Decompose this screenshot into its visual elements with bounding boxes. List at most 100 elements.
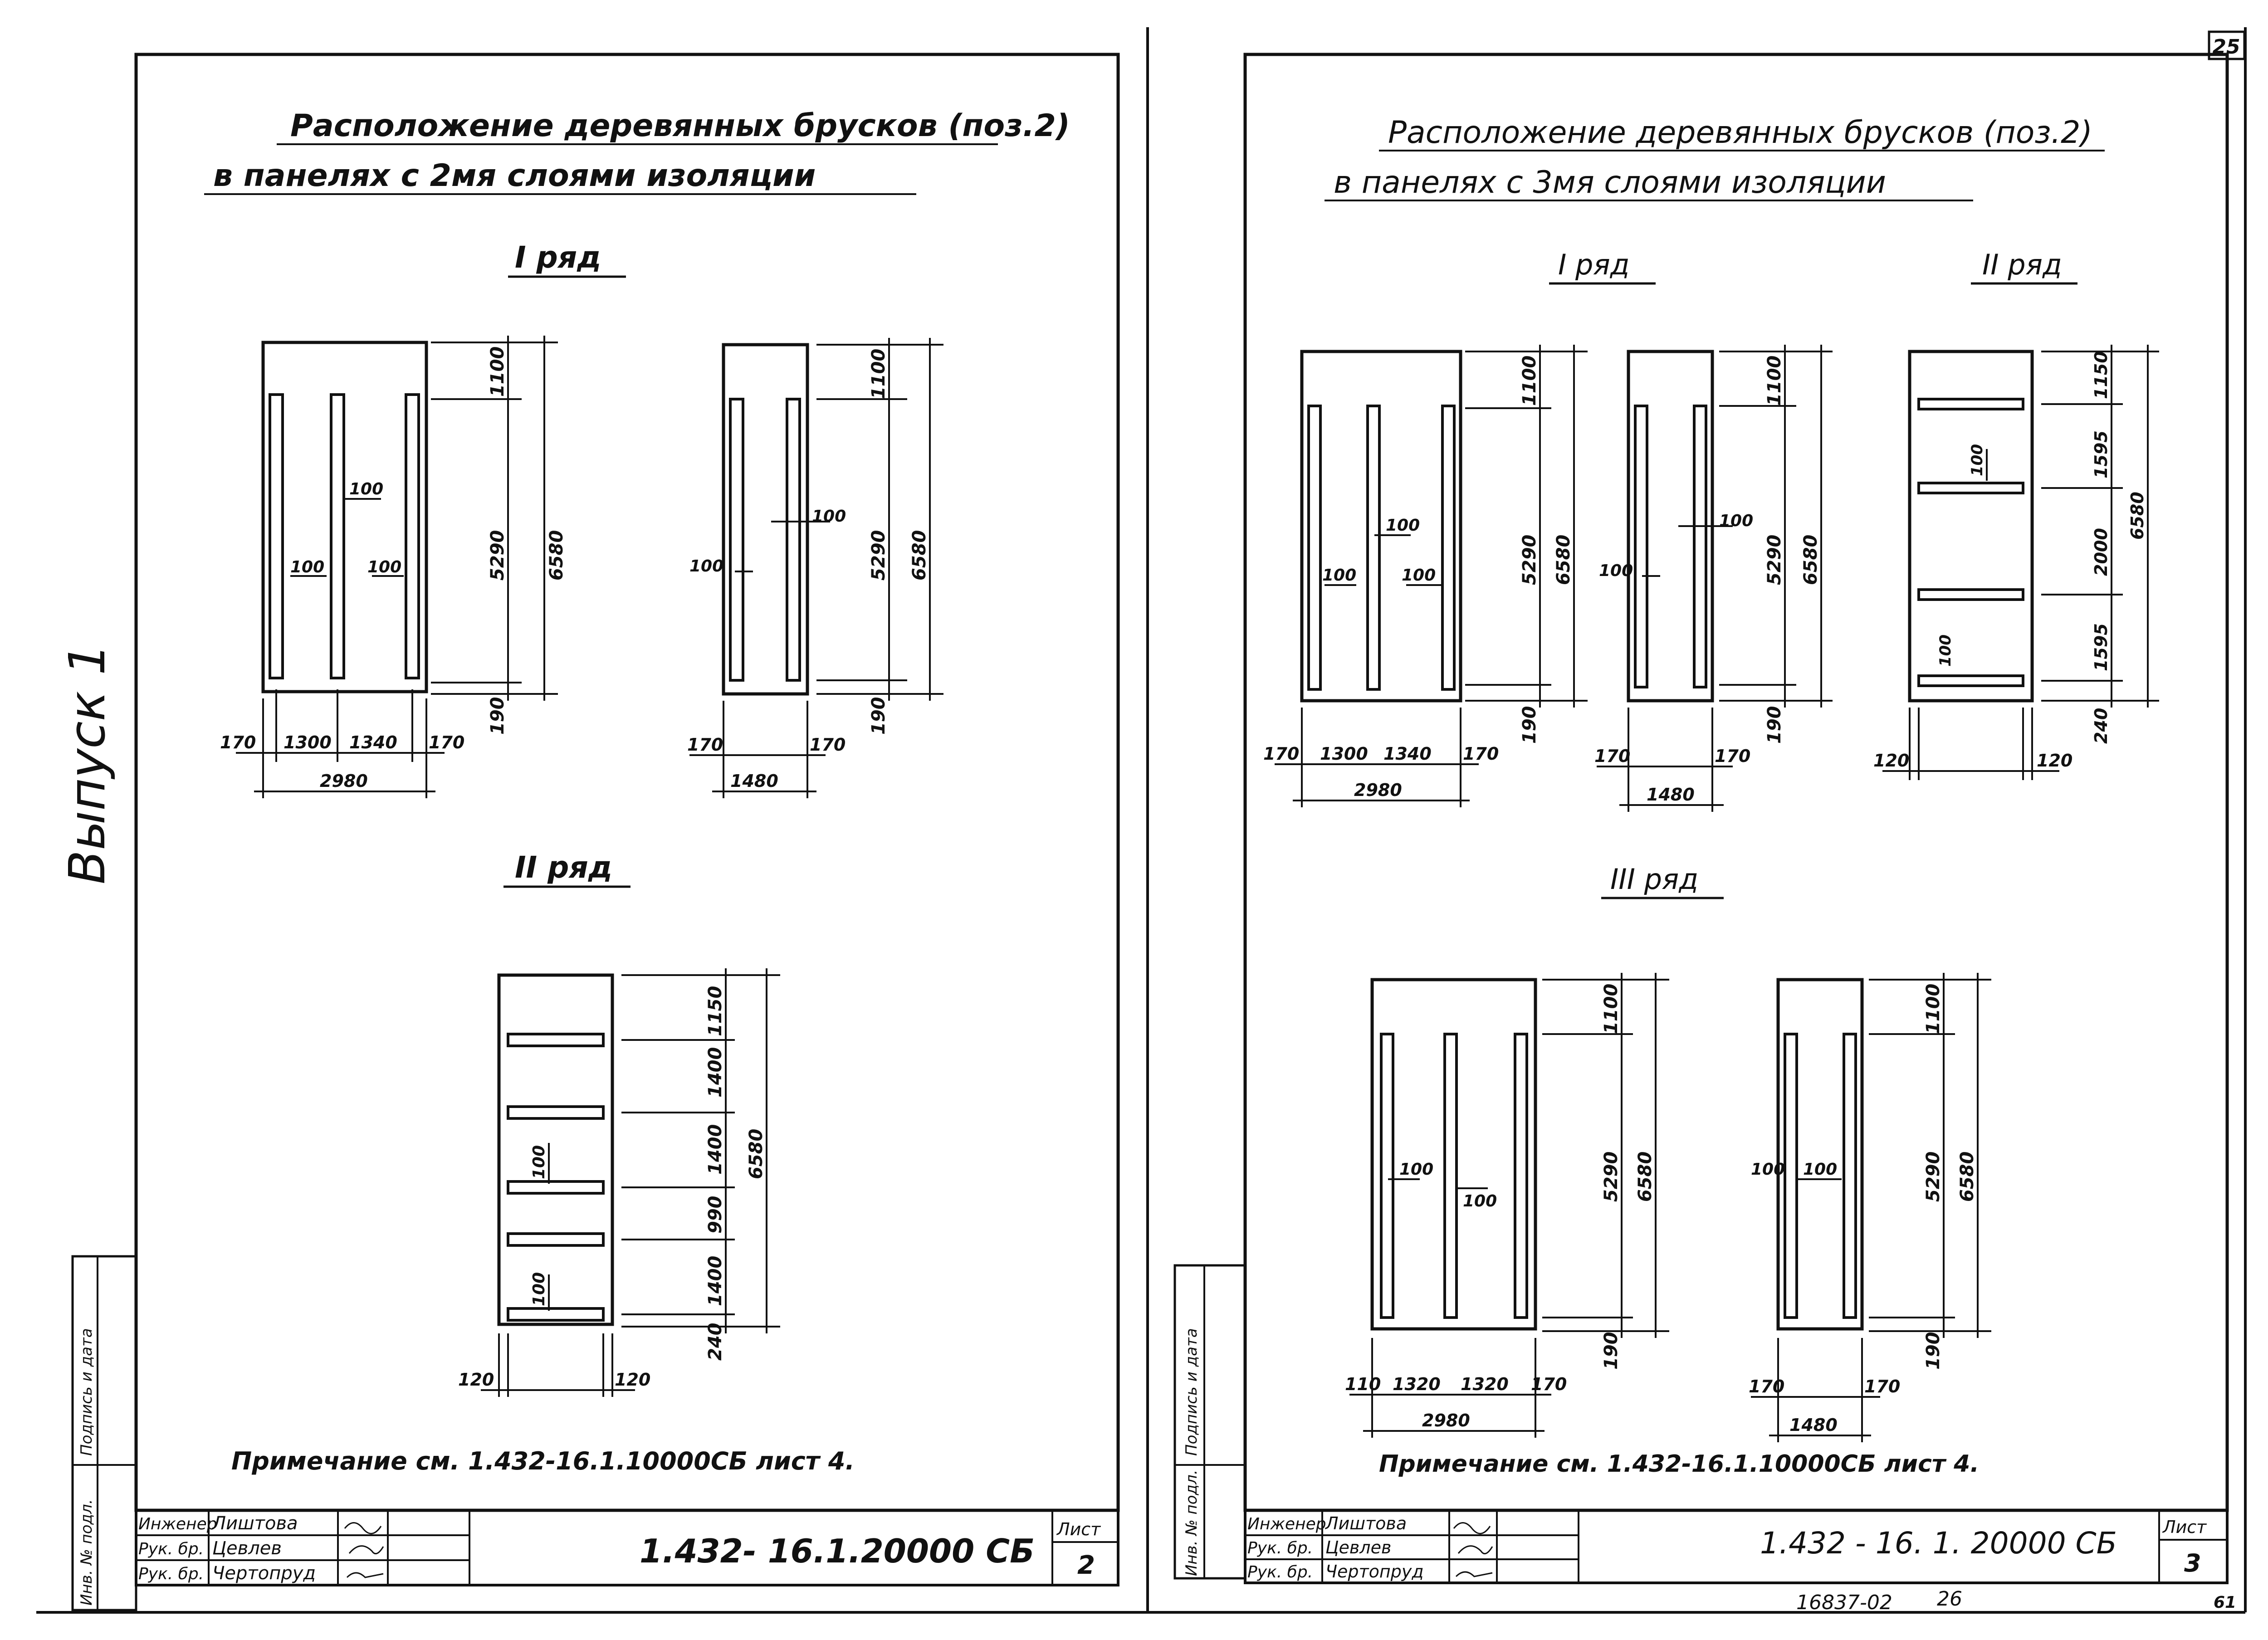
right-title-line2: в панелях с 3мя слоями изоляции	[1334, 165, 1886, 200]
left-a-dim-6580: 6580	[546, 530, 567, 581]
left-c-dim-6580: 6580	[746, 1129, 767, 1179]
left-row1-label: I ряд	[515, 240, 601, 275]
right-e-dim-170b: 170	[1715, 746, 1750, 766]
left-name-1: Лиштова	[211, 1513, 298, 1534]
right-e-dim-1100: 1100	[1764, 356, 1785, 406]
right-panel-e: 1100 5290 6580 190 100 100 170 170 1480	[1594, 345, 1833, 812]
right-sheet-number: 3	[2184, 1549, 2201, 1577]
right-g-dim-1320b: 1320	[1461, 1374, 1509, 1394]
right-title-block: Инженер Рук. бр. Рук. бр. Лиштова Цевлев…	[1244, 1509, 2229, 1584]
right-g-dim-2980: 2980	[1422, 1411, 1470, 1430]
right-f-dim-100b: 100	[1936, 635, 1955, 667]
archive-stamp: 16837-02	[1796, 1591, 1892, 1614]
left-signature-1	[344, 1522, 382, 1534]
right-row2-label: II ряд	[1982, 248, 2062, 281]
left-c-dim-120b: 120	[615, 1370, 650, 1390]
right-doc-code: 1.432 - 16. 1. 20000 СБ	[1760, 1526, 2117, 1561]
right-g-dim-1100: 1100	[1601, 984, 1622, 1034]
right-d-dim-100b: 100	[1386, 516, 1420, 535]
right-panel-d: 1100 5290 6580 190 100 100 100 170 1300 …	[1263, 345, 1588, 807]
right-g-dim-100a: 100	[1399, 1160, 1433, 1179]
left-b-dim-6580: 6580	[909, 530, 930, 581]
left-b-dim-190: 190	[868, 697, 889, 735]
right-d-dim-100a: 100	[1322, 566, 1356, 585]
left-role-1: Инженер	[138, 1515, 217, 1533]
left-stamp-inv: Инв. № подл.	[78, 1499, 96, 1606]
corner-stamp: 61	[2214, 1593, 2236, 1612]
left-doc-code: 1.432- 16.1.20000 СБ	[640, 1532, 1035, 1570]
right-f-dim-1595a: 1595	[2091, 430, 2111, 478]
left-a-dim-170b: 170	[429, 732, 464, 752]
left-sheet-label: Лист	[1056, 1519, 1101, 1539]
right-sheet-label: Лист	[2162, 1517, 2207, 1537]
left-b-dim-170b: 170	[810, 735, 846, 755]
right-panel-f: 1150 1595 2000 1595 6580 240 100 100 120…	[1873, 345, 2159, 780]
left-role-3: Рук. бр.	[138, 1565, 204, 1583]
right-e-dim-190: 190	[1764, 706, 1785, 744]
left-a-dim-190: 190	[487, 697, 508, 735]
right-g-dim-1320a: 1320	[1393, 1374, 1441, 1394]
left-c-dim-100a: 100	[530, 1145, 548, 1179]
left-row2-label: II ряд	[515, 850, 612, 885]
right-note: Примечание см. 1.432-16.1.10000СБ лист 4…	[1379, 1450, 1979, 1478]
right-row1-label: I ряд	[1558, 248, 1630, 281]
left-note: Примечание см. 1.432-16.1.10000СБ лист 4…	[231, 1447, 855, 1475]
right-f-dim-120b: 120	[2037, 751, 2072, 771]
left-c-dim-1150: 1150	[705, 986, 726, 1036]
right-signature-1	[1453, 1522, 1491, 1534]
left-a-dim-170a: 170	[220, 732, 256, 752]
left-c-dim-240: 240	[705, 1323, 726, 1361]
right-e-dim-1480: 1480	[1647, 785, 1695, 805]
right-stamp-inv: Инв. № подл.	[1183, 1469, 1201, 1576]
right-role-1: Инженер	[1247, 1515, 1326, 1533]
left-title-block: Инженер Рук. бр. Рук. бр. Лиштова Цевлев…	[135, 1509, 1119, 1586]
right-e-dim-170a: 170	[1594, 746, 1630, 766]
right-signature-2	[1457, 1545, 1493, 1555]
left-b-dim-1100: 1100	[868, 349, 889, 399]
right-h-dim-100a: 100	[1751, 1160, 1785, 1179]
right-stamp-sign: Подпись и дата	[1183, 1328, 1201, 1456]
right-d-dim-1100: 1100	[1519, 356, 1540, 406]
left-c-dim-1400a: 1400	[705, 1047, 726, 1098]
left-a-dim-100b: 100	[349, 480, 383, 498]
left-b-dim-100a: 100	[689, 557, 723, 576]
right-g-dim-100b: 100	[1463, 1192, 1497, 1210]
right-signature-3	[1455, 1571, 1493, 1577]
archive-stamp-2: 26	[1937, 1587, 1962, 1611]
right-f-dim-6580: 6580	[2127, 492, 2147, 540]
right-e-dim-5290: 5290	[1764, 535, 1785, 585]
right-h-dim-170a: 170	[1749, 1376, 1784, 1396]
right-g-dim-110: 110	[1345, 1374, 1381, 1394]
right-title-line1: Расположение деревянных брусков (поз.2)	[1388, 115, 2092, 151]
left-signature-2	[348, 1545, 384, 1555]
right-g-dim-170: 170	[1531, 1374, 1567, 1394]
left-role-2: Рук. бр.	[138, 1540, 204, 1558]
left-name-3: Чертопруд	[212, 1563, 316, 1584]
right-d-dim-5290: 5290	[1519, 535, 1540, 585]
right-panel-h: 1100 5290 6580 190 100 100 170 170 1480	[1749, 973, 1991, 1442]
right-e-dim-6580: 6580	[1800, 535, 1821, 585]
left-panel-c: 1150 1400 1400 990 1400 6580 240 100 100…	[458, 968, 780, 1397]
right-d-dim-1300: 1300	[1320, 744, 1368, 764]
right-sheet: Инв. № подл. Подпись и дата Расположение…	[1173, 53, 2229, 1584]
left-c-dim-1400c: 1400	[705, 1256, 726, 1306]
left-b-dim-170a: 170	[687, 735, 723, 755]
right-h-dim-100b: 100	[1803, 1160, 1837, 1179]
left-a-dim-100a: 100	[290, 558, 324, 576]
right-role-3: Рук. бр.	[1247, 1563, 1313, 1581]
left-b-dim-5290: 5290	[868, 530, 889, 581]
left-title-line2: в панелях с 2мя слоями изоляции	[213, 158, 816, 194]
left-c-dim-1400b: 1400	[705, 1124, 726, 1175]
right-e-dim-100a: 100	[1599, 561, 1633, 580]
right-h-dim-1480: 1480	[1789, 1415, 1838, 1435]
right-g-dim-5290: 5290	[1601, 1152, 1622, 1202]
left-a-dim-100c: 100	[367, 558, 401, 576]
left-title-line1: Расположение деревянных брусков (поз.2)	[290, 108, 1070, 144]
right-f-dim-1150: 1150	[2091, 351, 2111, 399]
right-d-dim-170b: 170	[1463, 744, 1499, 764]
left-panel-a: 1100 5290 6580 190 100 100 100 170 1300 …	[220, 336, 567, 798]
left-stamp-sign: Подпись и дата	[78, 1328, 96, 1456]
right-f-dim-100a: 100	[1968, 444, 1986, 476]
right-f-dim-2000: 2000	[2091, 528, 2111, 576]
